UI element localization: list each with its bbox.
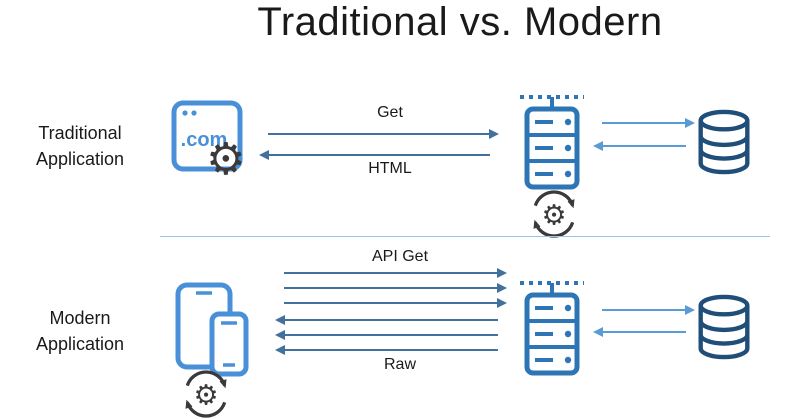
raw-arrow <box>275 345 498 355</box>
modern-label-line1: Modern <box>49 308 111 328</box>
server-db-request-arrow <box>602 305 695 315</box>
browser-dot-icon <box>182 110 188 116</box>
section-divider <box>160 236 770 237</box>
api-get-arrow <box>284 283 507 293</box>
sync-gear-icon: ⚙ <box>533 190 575 238</box>
html-label: HTML <box>368 160 412 177</box>
browser-dot-icon <box>191 110 197 116</box>
raw-arrow <box>275 315 498 325</box>
sync-gear-glyph: ⚙ <box>541 198 566 231</box>
tablet-phone-icon <box>175 282 249 377</box>
get-label: Get <box>377 104 403 121</box>
page-title: Traditional vs. Modern <box>257 0 663 44</box>
server-rack-icon <box>520 95 584 190</box>
api-get-arrow <box>284 298 507 308</box>
sync-gear-icon: ⚙ <box>185 370 227 418</box>
raw-label: Raw <box>383 356 416 373</box>
server-db-request-arrow <box>602 118 695 128</box>
traditional-label-line2: Application <box>35 149 125 170</box>
server-db-response-arrow <box>593 141 686 151</box>
browser-gear-icon: ⚙ <box>206 134 246 185</box>
html-arrow <box>259 150 490 160</box>
traditional-label-line1: Traditional <box>38 123 122 143</box>
database-cylinder-icon <box>698 294 750 360</box>
browser-window-icon: .com <box>171 100 243 172</box>
browser-dotcom-text: .com <box>181 129 228 151</box>
server-db-response-arrow <box>593 327 686 337</box>
sync-gear-glyph: ⚙ <box>193 378 218 411</box>
server-rack-icon <box>520 281 584 376</box>
get-arrow <box>268 129 499 139</box>
api-get-arrow <box>284 268 507 278</box>
raw-arrow <box>275 330 498 340</box>
traditional-application-label: Traditional Application <box>10 120 150 172</box>
api-get-label: API Get <box>371 248 429 265</box>
database-cylinder-icon <box>698 109 750 175</box>
modern-label-line2: Application <box>35 334 125 355</box>
modern-application-label: Modern Application <box>10 305 150 357</box>
